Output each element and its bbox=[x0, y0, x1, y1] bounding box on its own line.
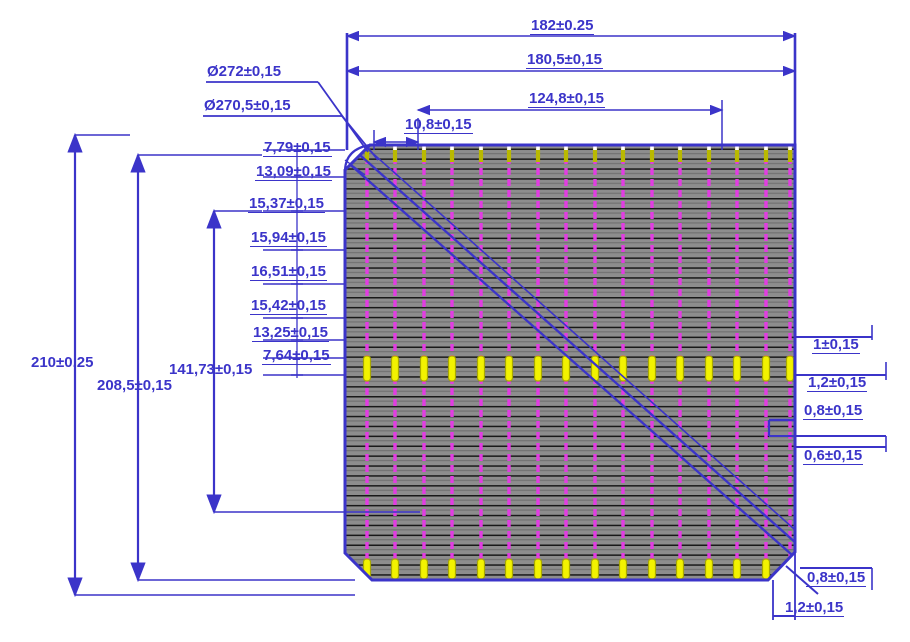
dim-label-left-7: 13,25±0,15 bbox=[252, 324, 329, 342]
dim-label-inner-height: 208,5±0,15 bbox=[97, 377, 172, 394]
chamfer-leader-08 bbox=[785, 565, 819, 595]
dim-label-left-8: 7,64±0,15 bbox=[262, 347, 331, 365]
leader-tip bbox=[344, 159, 366, 176]
dim-label-left-4: 15,94±0,15 bbox=[250, 229, 327, 247]
stack-ticks bbox=[291, 149, 303, 376]
vertical-feature-lines bbox=[365, 146, 792, 580]
dim-label-overall-width: 182±0.25 bbox=[530, 17, 595, 35]
dim-label-chamfer-1: 0,8±0,15 bbox=[806, 569, 867, 587]
dim-label-thickness-4: 0,6±0,15 bbox=[803, 447, 864, 465]
dim-label-diameter-outer: Ø272±0,15 bbox=[207, 63, 282, 80]
dim-label-chamfer-2: 1,2±0,15 bbox=[784, 599, 845, 617]
slot-features-bottom bbox=[362, 558, 771, 580]
top-stud-features bbox=[364, 148, 793, 162]
dim-label-thickness-3: 0,8±0,15 bbox=[803, 402, 864, 420]
dim-label-left-3: 15,37±0,15 bbox=[248, 195, 325, 213]
dim-label-left-2: 13,09±0,15 bbox=[255, 163, 332, 181]
dim-label-left-6: 15,42±0,15 bbox=[250, 297, 327, 315]
dim-label-edge-offset: 10,8±0,15 bbox=[404, 116, 473, 134]
dim-label-inner-width: 180,5±0,15 bbox=[526, 51, 603, 69]
body-features bbox=[345, 145, 795, 580]
part-body bbox=[343, 143, 797, 582]
dim-label-feature-height: 141,73±0,15 bbox=[169, 361, 253, 378]
left-dimension-stack bbox=[263, 148, 345, 378]
dim-label-feature-span: 124,8±0,15 bbox=[528, 90, 605, 108]
left-outer-dimension-group bbox=[67, 132, 420, 598]
body-outline bbox=[343, 143, 797, 582]
diagonal-section-lines bbox=[345, 145, 795, 563]
dim-label-left-5: 16,51±0,15 bbox=[250, 263, 327, 281]
dim-label-overall-height: 210±0.25 bbox=[31, 354, 94, 371]
dim-label-thickness-1: 1±0,15 bbox=[812, 336, 860, 354]
right-dimension-group bbox=[767, 325, 887, 452]
leader-2705 bbox=[341, 115, 379, 161]
dim-label-thickness-2: 1,2±0,15 bbox=[807, 374, 868, 392]
top-dimension-group bbox=[345, 30, 797, 150]
diameter-leader-group bbox=[203, 81, 379, 176]
slot-features-mid bbox=[362, 355, 795, 382]
dim-label-left-1: 7,79±0,15 bbox=[263, 139, 332, 157]
dim-label-diameter-inner: Ø270,5±0,15 bbox=[204, 97, 291, 114]
